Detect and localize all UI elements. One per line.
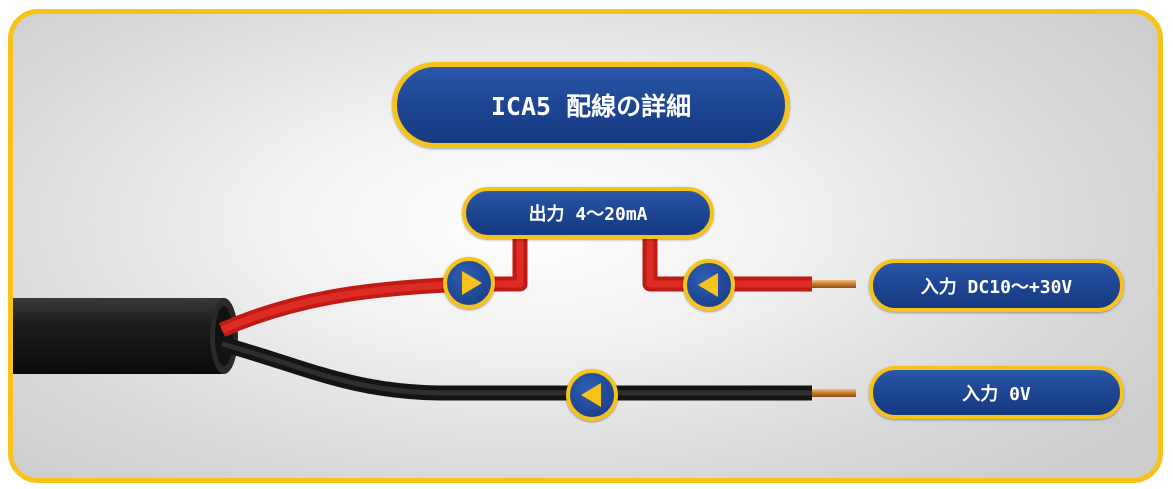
black-wire (220, 336, 812, 401)
main-cable (13, 298, 238, 374)
input-zero-label: 入力 0V (962, 383, 1031, 405)
arrow-right-icon (443, 257, 495, 309)
arrow-left-icon (683, 259, 735, 311)
triangle-left-icon (698, 273, 718, 297)
triangle-left-icon (581, 383, 601, 407)
input-zero-badge: 入力 0V (869, 366, 1124, 419)
input-supply-label: 入力 DC10～+30V (920, 276, 1073, 298)
arrow-left-icon (566, 369, 618, 421)
title-badge: ICA5 配線の詳細 (392, 62, 790, 148)
diagram-title: ICA5 配線の詳細 (490, 92, 692, 121)
triangle-right-icon (462, 271, 482, 295)
red-wire-copper-tip (812, 280, 856, 288)
black-wire-copper-tip (812, 389, 856, 397)
input-supply-badge: 入力 DC10～+30V (869, 259, 1124, 312)
output-label: 出力 4～20mA (528, 204, 648, 225)
output-badge: 出力 4～20mA (462, 187, 714, 239)
